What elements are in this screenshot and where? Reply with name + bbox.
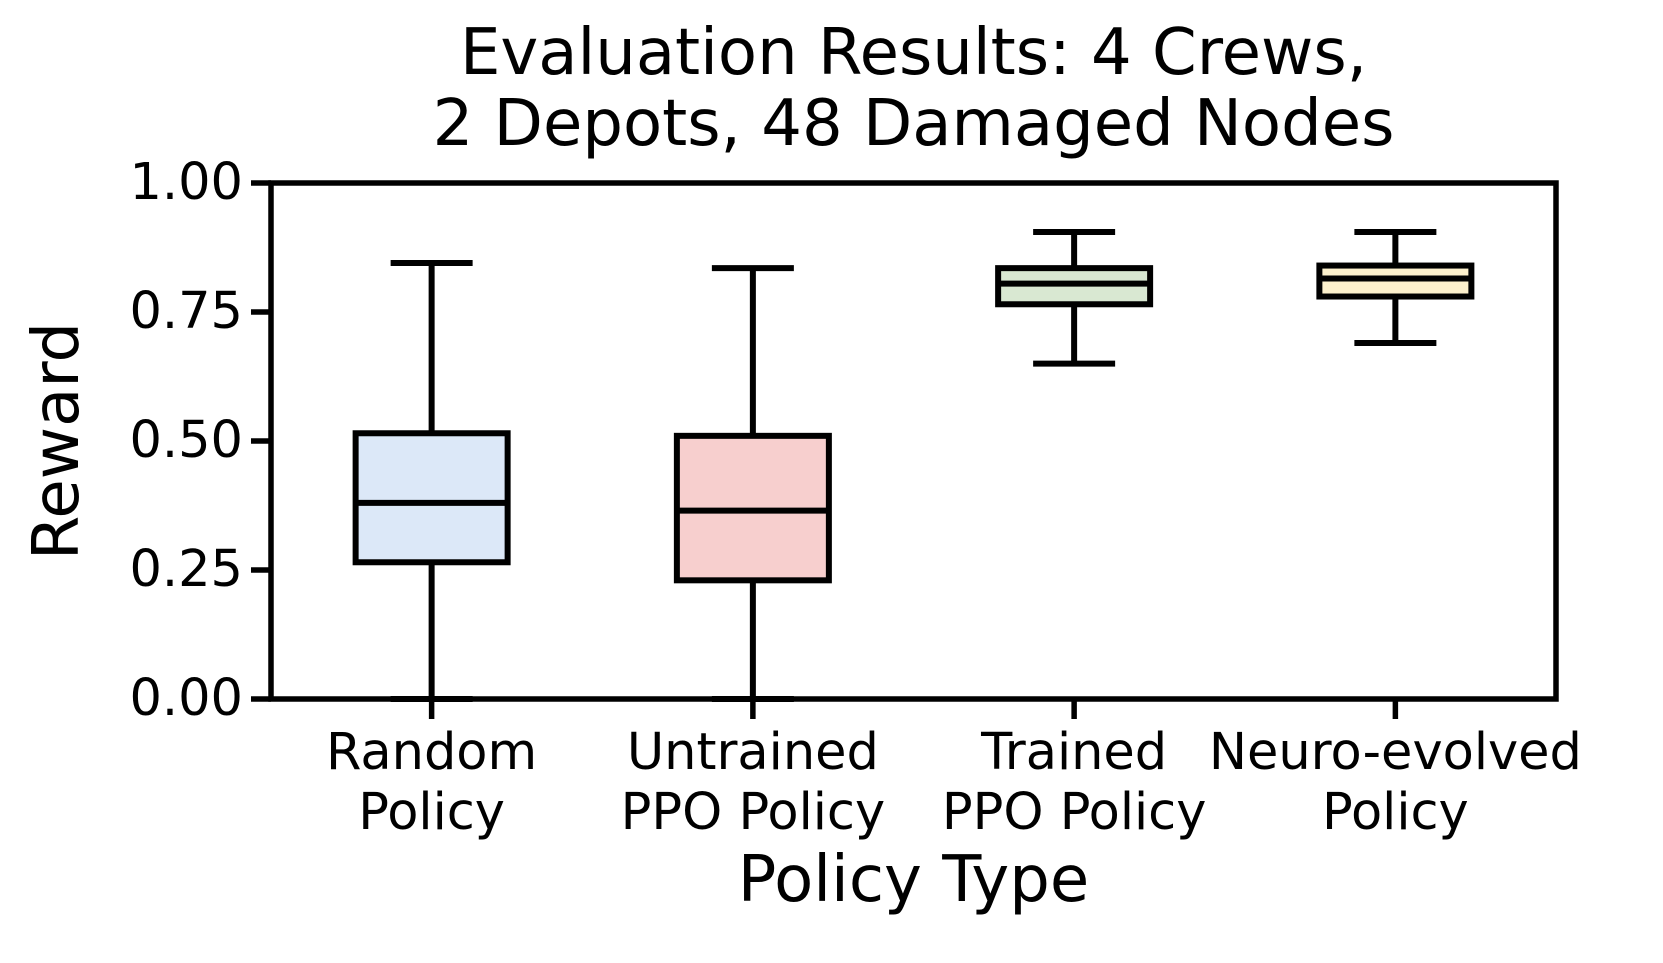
chart-title: Evaluation Results: 4 Crews, 2 Depots, 4… <box>432 16 1395 161</box>
x-tick-label: Untrained PPO Policy <box>620 723 886 842</box>
y-tick-label: 0.75 <box>129 282 243 341</box>
x-tick-label: Random Policy <box>326 723 538 842</box>
iqr-box <box>352 430 511 566</box>
y-tick-label: 0.25 <box>129 540 243 599</box>
x-tick-label: Neuro-evolved Policy <box>1208 723 1582 842</box>
y-tick-label: 0.00 <box>129 669 243 728</box>
y-tick-label: 0.50 <box>129 411 243 470</box>
x-axis-label: Policy Type <box>737 843 1090 917</box>
x-tick-label: Trained PPO Policy <box>941 723 1207 842</box>
y-tick-label: 1.00 <box>129 153 243 212</box>
